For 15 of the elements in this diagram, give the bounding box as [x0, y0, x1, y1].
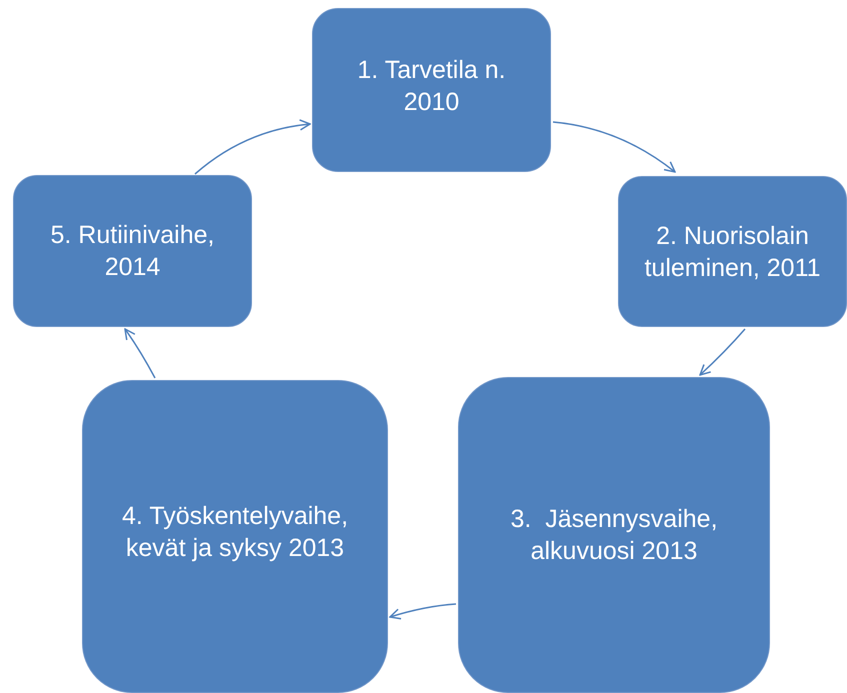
arrow — [552, 121, 676, 173]
stage-label: 1. Tarvetila n. 2010 — [356, 55, 507, 118]
stage-label: 3. Jäsennysvaihe, alkuvuosi 2013 — [509, 504, 719, 567]
stage-label: 4. Työskentelyvaihe, kevät ja syksy 2013 — [120, 500, 350, 564]
stage-label: 5. Rutiinivaihe, 2014 — [50, 220, 216, 283]
stage-box — [618, 176, 847, 327]
stage-box — [458, 377, 770, 693]
arrow — [389, 603, 456, 620]
stage-box — [13, 175, 252, 327]
arrow — [124, 328, 156, 378]
arrow — [194, 119, 311, 175]
arrow — [699, 328, 746, 376]
stage-box — [82, 380, 388, 693]
stage-box — [312, 8, 551, 172]
stage-label: 2. Nuorisolain tuleminen, 2011 — [643, 220, 822, 284]
